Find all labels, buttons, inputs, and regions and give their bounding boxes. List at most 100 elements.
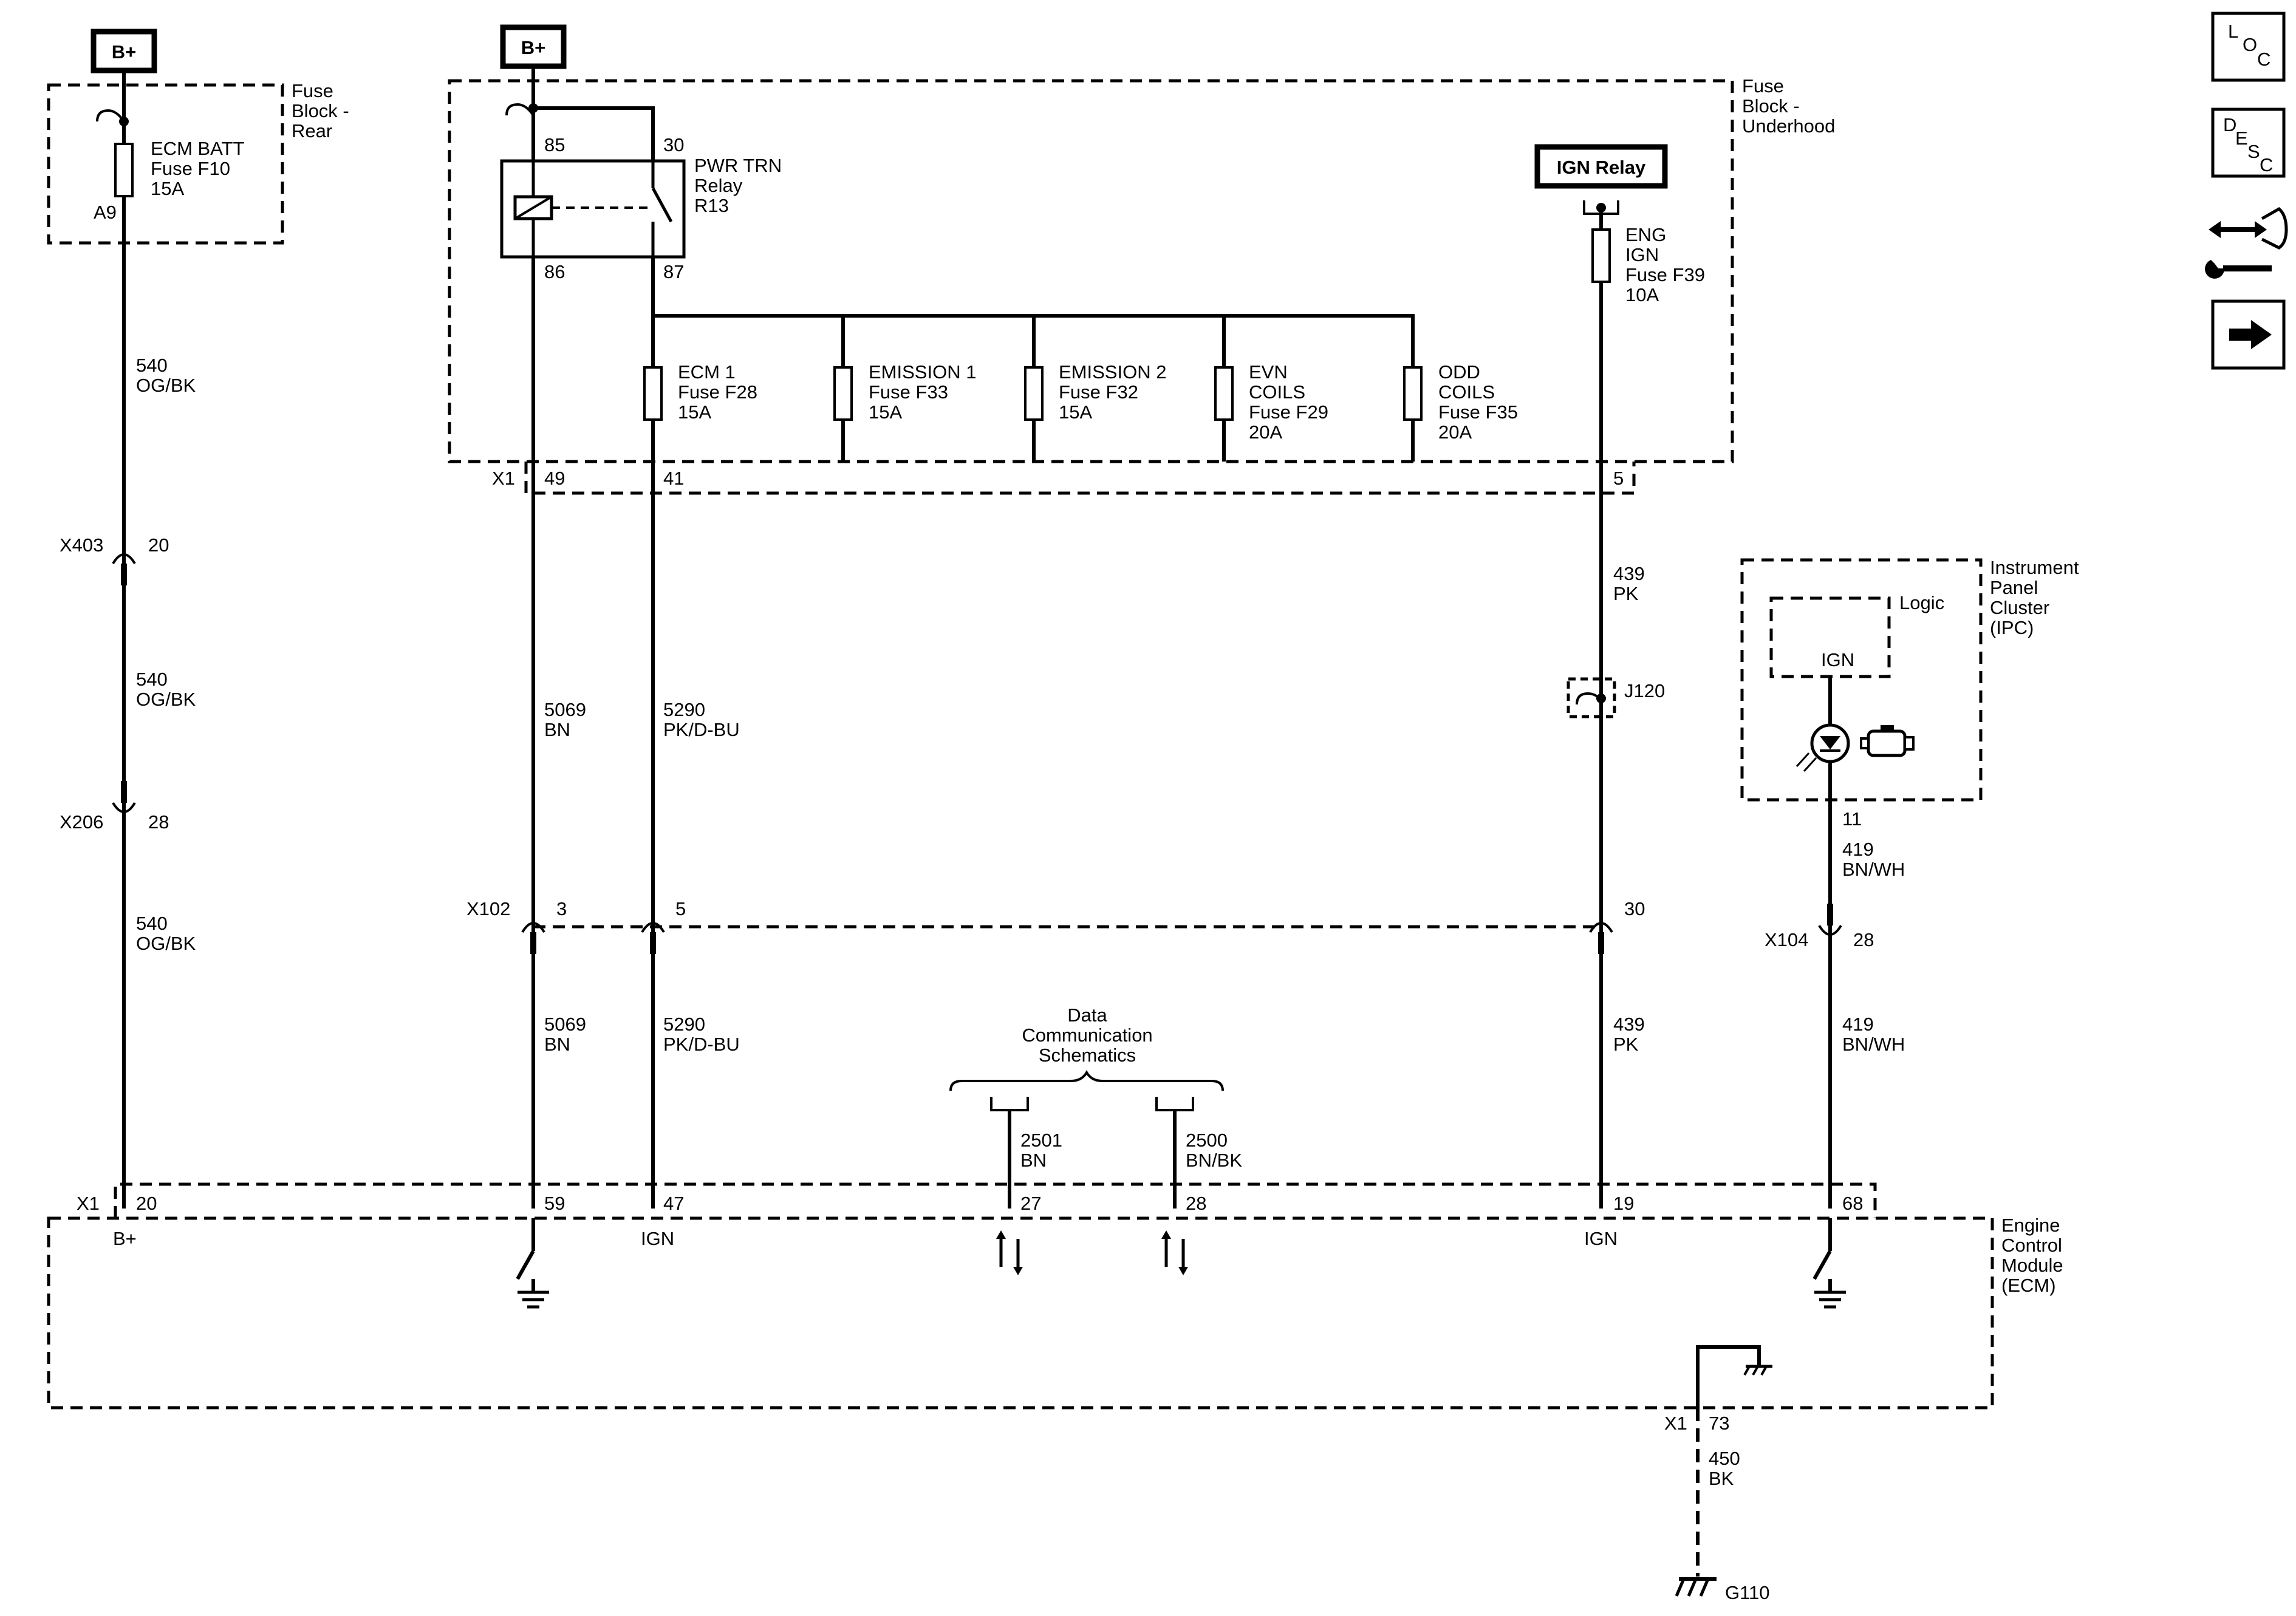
wire-5290-num-2: 5290 <box>663 1014 705 1035</box>
fuse-emission1: EMISSION 1 Fuse F33 15A <box>833 361 976 423</box>
connector-x206-label: X206 <box>60 811 103 833</box>
desc-letter-e: E <box>2235 128 2248 149</box>
splice-dot <box>119 117 129 126</box>
ecm-ground-pin: 73 <box>1709 1413 1729 1434</box>
ign-fuse-line3: Fuse F39 <box>1625 264 1705 285</box>
splice-j120-label: J120 <box>1624 680 1665 701</box>
engine-icon <box>1860 725 1915 757</box>
next-page-button[interactable] <box>2211 299 2286 370</box>
ecm-title-2: Control <box>2001 1235 2062 1256</box>
fb-conn-name: X1 <box>492 468 515 489</box>
wire-419-num-2: 419 <box>1842 1014 1874 1035</box>
fuse-block-rear-title-3: Rear <box>292 120 332 141</box>
connector-x102-pin-5: 5 <box>675 898 686 919</box>
connector-x104-label: X104 <box>1765 929 1808 950</box>
location-view-button[interactable]: L O C <box>2211 12 2286 82</box>
fuse-emission2: EMISSION 2 Fuse F32 15A <box>1024 361 1166 423</box>
connector-x102: X102 3 5 30 <box>466 898 1645 954</box>
b-plus-source-underhood: B+ <box>500 24 567 69</box>
ecm-pin-ign-47: IGN <box>641 1228 674 1249</box>
ecm-conn-name: X1 <box>77 1193 100 1214</box>
fuse-odd-line3: Fuse F35 <box>1438 401 1518 423</box>
description-view-button[interactable]: D E S C <box>2211 107 2286 178</box>
wire-540-color-2: OG/BK <box>136 689 196 710</box>
relay-label-line2: Relay <box>694 175 743 196</box>
ecm-batt-fuse-line1: ECM BATT <box>151 138 244 159</box>
relay-pin-30: 30 <box>663 134 684 155</box>
instrument-panel-cluster: IGN Logic Instrument Panel Cluster (IPC)… <box>1740 557 2079 1209</box>
ipc-title-1: Instrument <box>1990 557 2079 578</box>
ground-g110-icon <box>1675 1577 1717 1597</box>
connector-x104-pin: 28 <box>1853 929 1874 950</box>
ipc-pin-11: 11 <box>1842 808 1862 830</box>
ecm-pin-59: 59 <box>544 1193 565 1214</box>
fuse-block-connector-x1: X1 49 41 5 <box>492 462 1636 495</box>
ecm-pin-28: 28 <box>1186 1193 1206 1214</box>
ecm-title-4: (ECM) <box>2001 1275 2056 1296</box>
fuse-ecm1-line2: Fuse F28 <box>678 381 757 403</box>
ecm-pin-19: 19 <box>1613 1193 1634 1214</box>
relay-pin-86: 86 <box>544 261 565 282</box>
fuse-block-underhood-title-3: Underhood <box>1742 115 1835 137</box>
desc-letter-d: D <box>2223 114 2236 135</box>
wire-540-num-2: 540 <box>136 669 168 690</box>
desc-letter-c: C <box>2260 154 2273 176</box>
ecm-pin-27: 27 <box>1020 1193 1041 1214</box>
wire-419-num-1: 419 <box>1842 839 1874 860</box>
relay-tap-symbol <box>1583 200 1619 215</box>
ipc-logic-label: Logic <box>1899 592 1944 613</box>
wire-439-num-2: 439 <box>1613 1014 1645 1035</box>
wire-540-color-3: OG/BK <box>136 933 196 954</box>
wire-439-color-2: PK <box>1613 1034 1639 1055</box>
fuse-ecm1-line3: 15A <box>678 401 711 423</box>
relay-pin-85: 85 <box>544 134 565 155</box>
relay-label-line1: PWR TRN <box>694 155 782 176</box>
b-plus-label-underhood: B+ <box>521 37 546 58</box>
wire-419-color-1: BN/WH <box>1842 859 1905 880</box>
fuse-odd-line2: COILS <box>1438 381 1495 403</box>
wire-450-num: 450 <box>1709 1448 1740 1469</box>
fuse-evn-line4: 20A <box>1249 421 1282 443</box>
wire-5069-num-2: 5069 <box>544 1014 586 1035</box>
wire-5069-num-1: 5069 <box>544 699 586 720</box>
relay-label-line3: R13 <box>694 195 729 216</box>
fuse-odd-line1: ODD <box>1438 361 1480 383</box>
ecm-pin-b-plus: B+ <box>113 1228 137 1249</box>
relay-pin-87: 87 <box>663 261 684 282</box>
wire-419-color-2: BN/WH <box>1842 1034 1905 1055</box>
data-comm-line3: Schematics <box>1039 1045 1136 1066</box>
bidirectional-data-arrow-icon <box>1161 1230 1188 1275</box>
connector-repair-button[interactable] <box>2205 206 2288 279</box>
ecm-batt-fuse-pin: A9 <box>94 202 117 223</box>
fuse-evn-line1: EVN <box>1249 361 1288 383</box>
engine-control-module: Engine Control Module (ECM) X1 20 59 47 … <box>47 1182 2063 1410</box>
connector-x403-pin: 20 <box>148 534 169 556</box>
loc-letter-c: C <box>2257 49 2270 70</box>
ign-fuse-symbol <box>1591 228 1611 283</box>
ign-fuse-line2: IGN <box>1625 244 1659 265</box>
ecm-title-3: Module <box>2001 1255 2063 1276</box>
fuse-block-underhood: Fuse Block - Underhood <box>448 75 1835 463</box>
wire-2501-num: 2501 <box>1020 1130 1062 1151</box>
chassis-ground-icon <box>1814 1290 1846 1309</box>
fuse-block-underhood-title-1: Fuse <box>1742 75 1784 97</box>
splice-dot <box>1596 203 1606 213</box>
wire-2500-num: 2500 <box>1186 1130 1228 1151</box>
fuse-emission1-line2: Fuse F33 <box>869 381 948 403</box>
fuse-emission1-line1: EMISSION 1 <box>869 361 976 383</box>
fuse-block-rear: Fuse Block - Rear <box>47 80 349 245</box>
relay-r13 <box>500 159 686 259</box>
wire-439-num-1: 439 <box>1613 563 1645 584</box>
fuse-block-rear-title-1: Fuse <box>292 80 333 101</box>
wire-2501-color: BN <box>1020 1150 1047 1171</box>
relay-feed-wire <box>533 106 655 161</box>
ecm-batt-fuse-symbol <box>114 143 134 197</box>
loc-letter-l: L <box>2228 21 2238 42</box>
wire-439-color-1: PK <box>1613 583 1639 604</box>
splice-j120: J120 <box>1567 674 1665 723</box>
wire-540-num-1: 540 <box>136 355 168 376</box>
bidirectional-data-arrow-icon <box>996 1230 1023 1275</box>
fuse-emission2-line2: Fuse F32 <box>1059 381 1138 403</box>
wrench-icon <box>2205 260 2272 279</box>
